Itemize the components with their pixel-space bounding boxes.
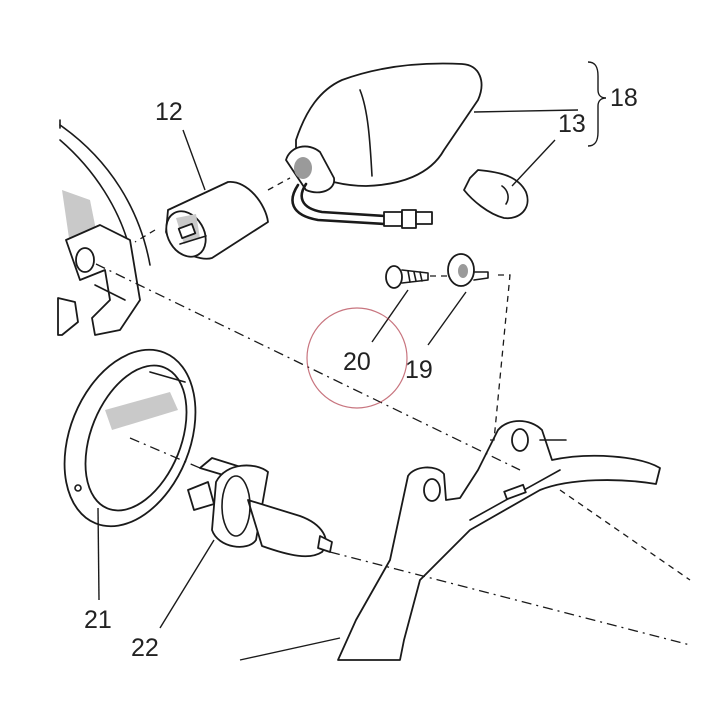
- leader-lines: [97, 61, 607, 661]
- bulb-socket-cap: [165, 181, 269, 260]
- callout-18: 18: [610, 84, 638, 112]
- callout-20: 20: [343, 348, 371, 376]
- side-lamp-bulb: [463, 169, 529, 220]
- headlight-bulb: [187, 457, 333, 558]
- callout-21: 21: [84, 606, 112, 634]
- grommet: [447, 253, 489, 287]
- side-lamp-housing: [285, 62, 483, 229]
- headlight-housing-left: [57, 119, 151, 336]
- callout-19: 19: [405, 356, 433, 384]
- callout-12: 12: [155, 98, 183, 126]
- highlight-circle: [306, 307, 408, 409]
- screw: [385, 265, 448, 289]
- callout-13: 13: [558, 110, 586, 138]
- headlight-bracket: [337, 420, 661, 661]
- callout-22: 22: [131, 634, 159, 662]
